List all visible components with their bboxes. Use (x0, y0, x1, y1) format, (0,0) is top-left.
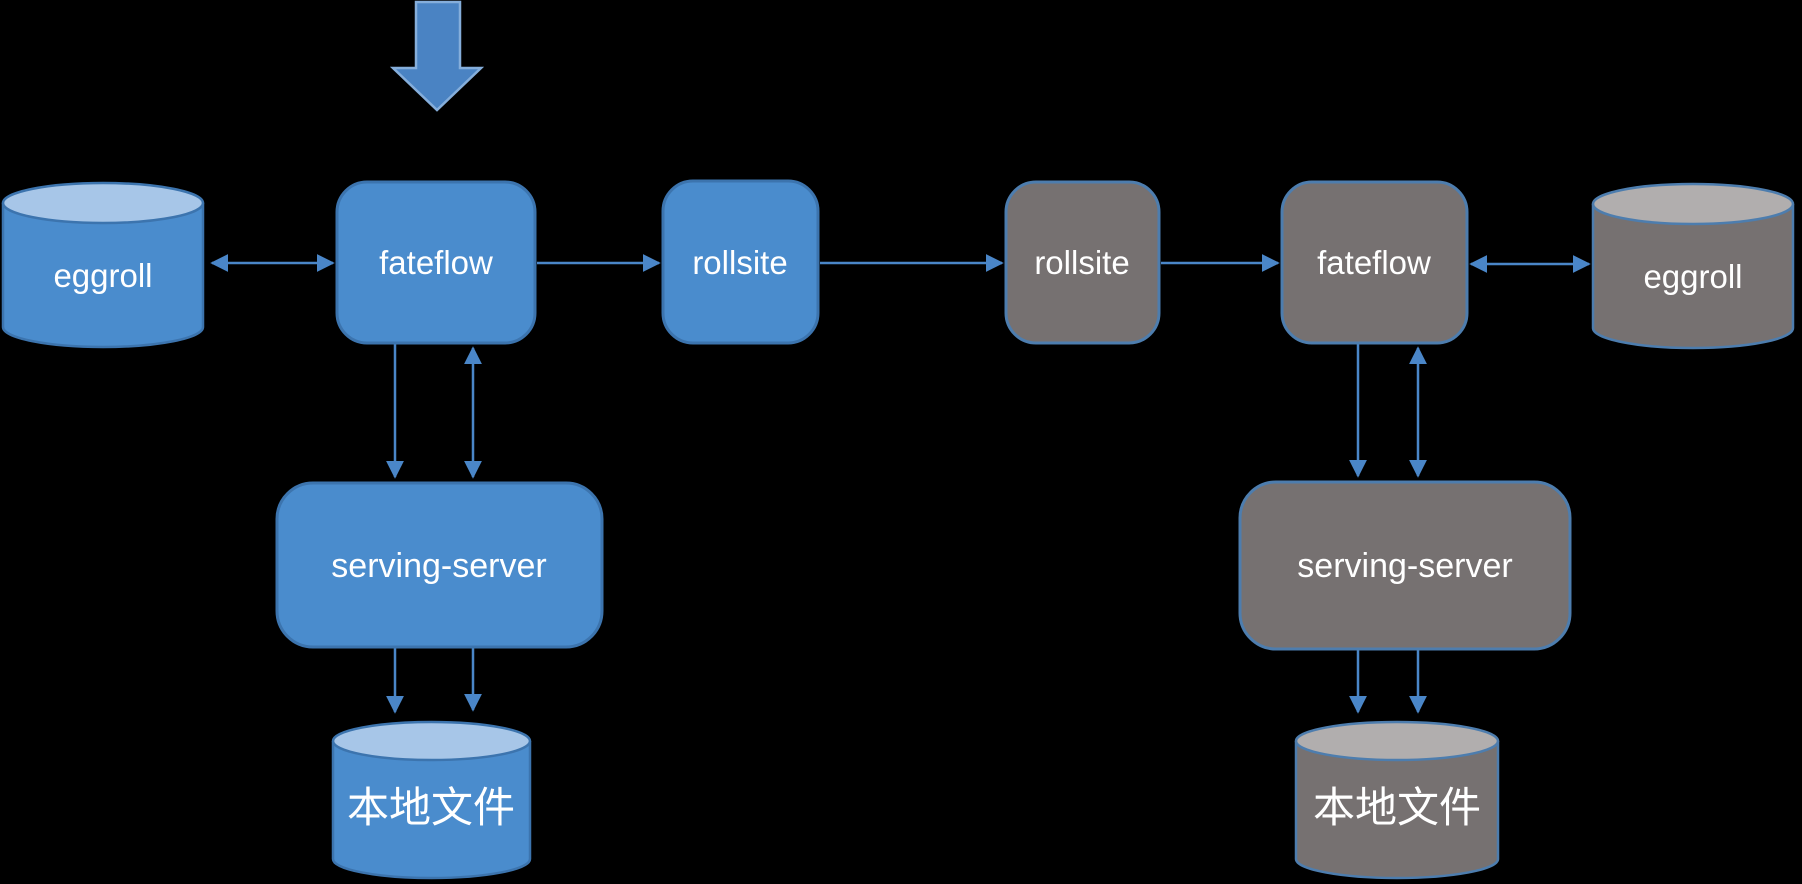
big-down-arrow-icon (389, 0, 485, 112)
node-left-fateflow: fateflow (335, 180, 537, 345)
node-left-local-file: 本地文件 (331, 720, 532, 880)
node-left-rollsite: rollsite (661, 179, 820, 345)
node-label-left-serving-server: serving-server (331, 547, 546, 585)
node-right-serving-server: serving-server (1238, 480, 1572, 651)
node-right-local-file: 本地文件 (1294, 720, 1500, 880)
cylinder-top (1, 181, 205, 225)
cylinder-top (331, 720, 532, 762)
node-right-eggroll: eggroll (1591, 182, 1795, 350)
node-label-left-fateflow: fateflow (379, 244, 493, 281)
cylinder-top (1294, 720, 1500, 762)
node-left-serving-server: serving-server (275, 481, 604, 649)
node-label-right-fateflow: fateflow (1317, 244, 1431, 281)
node-label-left-rollsite: rollsite (692, 244, 787, 281)
cylinder-top (1591, 182, 1795, 226)
node-label-right-local-file: 本地文件 (1313, 783, 1481, 832)
node-label-right-rollsite: rollsite (1034, 244, 1129, 281)
node-right-rollsite: rollsite (1004, 180, 1161, 345)
node-label-left-local-file: 本地文件 (347, 783, 515, 832)
node-label-right-serving-server: serving-server (1297, 547, 1512, 585)
node-right-fateflow: fateflow (1280, 180, 1469, 345)
node-label-right-eggroll: eggroll (1643, 258, 1742, 295)
node-left-eggroll: eggroll (1, 181, 205, 349)
node-label-left-eggroll: eggroll (53, 257, 152, 294)
